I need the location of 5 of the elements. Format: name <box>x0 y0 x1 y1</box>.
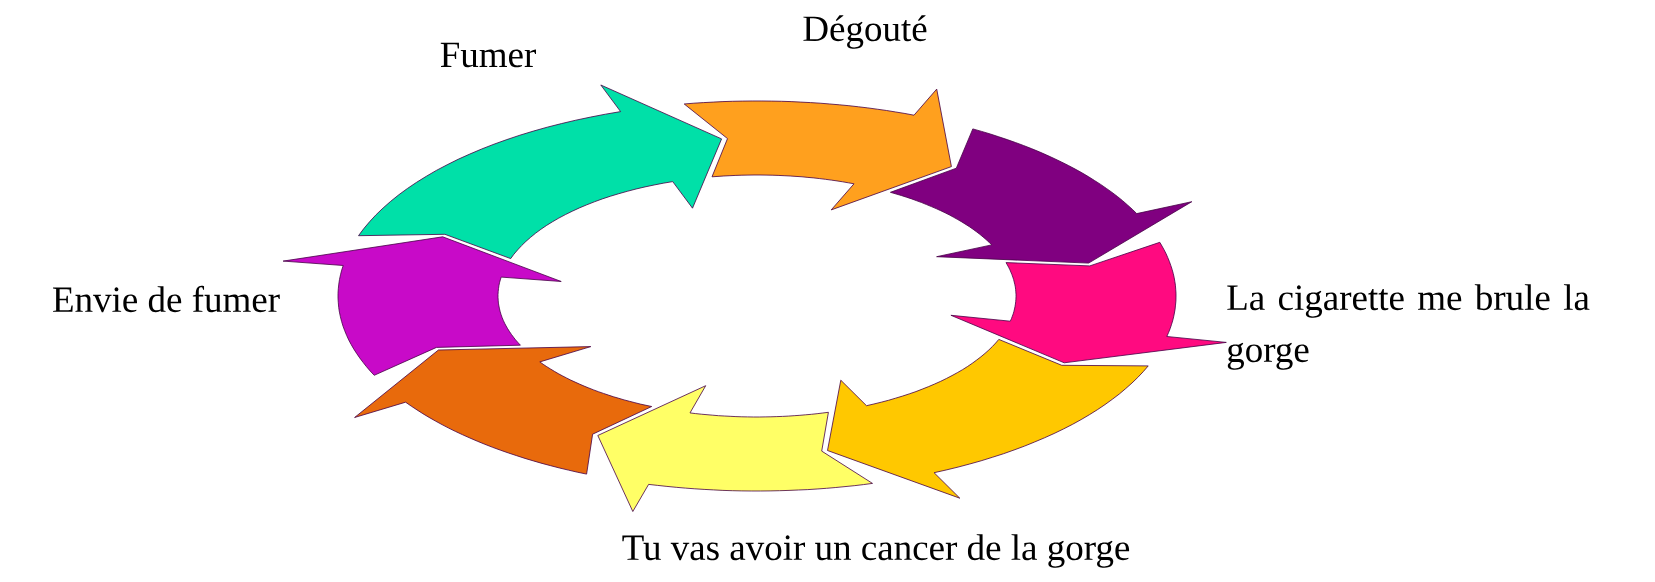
label-text: Dégouté <box>803 15 927 49</box>
label-text: Tu vas avoir un cancer de la gorge <box>622 534 1130 568</box>
label-text: La cigarette me brule la gorge <box>1227 284 1590 370</box>
label-text: Envie de fumer <box>53 285 280 313</box>
label-text: Fumer <box>440 42 536 68</box>
